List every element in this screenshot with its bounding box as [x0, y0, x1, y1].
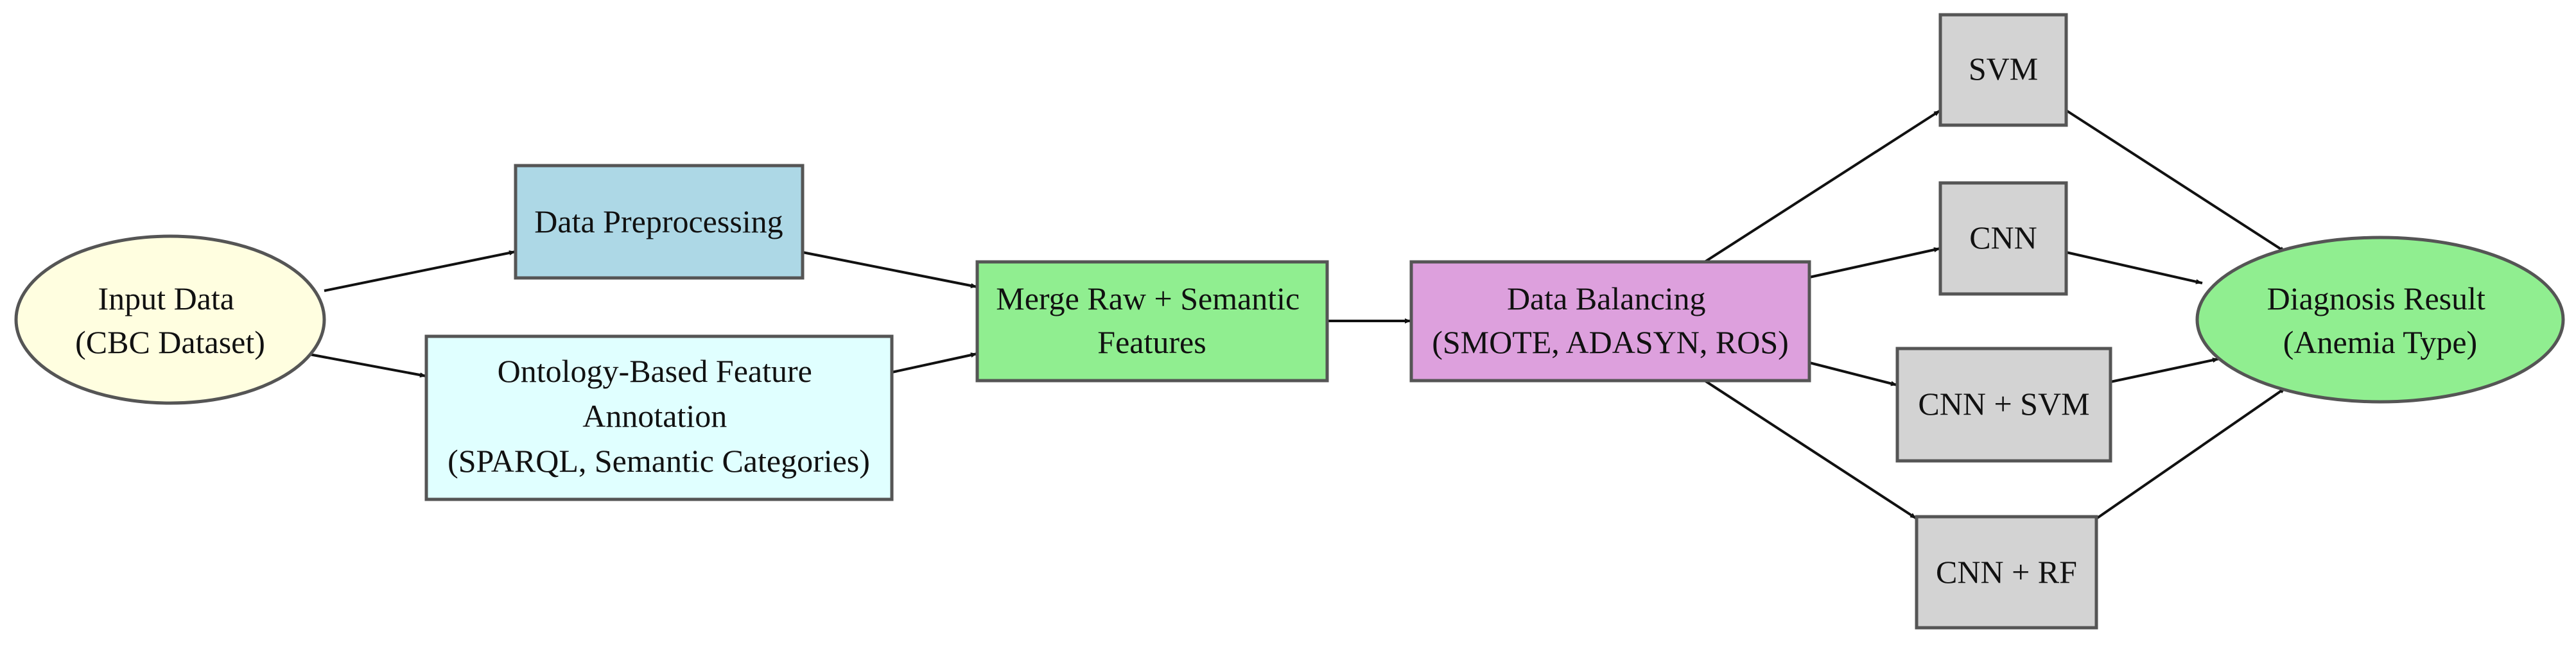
node-ontology-feature-annotation-shape: [424, 334, 894, 501]
node-cnn-rf: CNN + RF: [1915, 515, 2098, 630]
node-balancing-line-1: Data Balancing: [1507, 280, 1706, 316]
edge-balance-to-cnn: [1809, 247, 1941, 279]
node-cnn-rf-line-1: CNN + RF: [1936, 554, 2077, 590]
node-input-data-line-1: Input Data: [98, 280, 234, 316]
node-cnn-shape: [1938, 181, 2068, 296]
node-cnn-svm-shape: [1895, 347, 2112, 463]
node-cnn-svm: CNN + SVM: [1895, 347, 2112, 463]
node-data-preprocessing: Data Preprocessing: [514, 164, 805, 280]
node-merge-features-shape: [975, 260, 1329, 383]
node-ontology-line-2: Annotation: [582, 398, 727, 434]
svg-text:SVM: SVM: [1969, 51, 2038, 87]
node-cnn-line-1: CNN: [1969, 220, 2037, 255]
node-cnn-rf-shape: [1915, 515, 2098, 630]
edge-cnnrf-to-result: [2095, 386, 2287, 520]
svg-text:Merge Raw + Semantic Fea: Merge Raw + Semantic Features: [996, 280, 1308, 360]
edge-cnnsvm-to-result: [2110, 358, 2220, 383]
edges-layer: [309, 109, 2287, 520]
svg-text:Diagnosis Result (Anemia: Diagnosis Result (Anemia Type): [2267, 280, 2494, 360]
node-cnn: CNN: [1938, 181, 2068, 296]
node-ontology-line-3: (SPARQL, Semantic Categories): [448, 443, 870, 479]
edge-input-to-preproc: [324, 250, 516, 292]
edge-balance-to-cnnrf: [1703, 379, 1918, 520]
node-ontology-feature-annotation: Ontology-Based Feature Annotation (SPARQ…: [424, 334, 894, 501]
node-input-data-shape: [14, 234, 326, 405]
node-data-preprocessing-shape: [514, 164, 805, 280]
edge-svm-to-result: [2065, 109, 2287, 254]
edge-cnn-to-result: [2066, 251, 2203, 284]
node-cnn-svm-line-1: CNN + SVM: [1918, 386, 2089, 422]
edge-balance-to-cnnsvm: [1809, 361, 1898, 386]
node-svm: SVM: [1938, 13, 2068, 127]
node-merge-features: Merge Raw + Semantic Features: [975, 260, 1329, 383]
node-svm-shape: [1938, 13, 2068, 127]
edge-onto-to-merge: [891, 352, 978, 374]
svg-text:CNN: CNN: [1969, 220, 2037, 255]
node-merge-line-2: Features: [1097, 324, 1206, 360]
node-ontology-line-1: Ontology-Based Feature: [498, 353, 812, 389]
node-diagnosis-result-shape: [2195, 236, 2565, 404]
edge-input-to-onto: [309, 353, 427, 378]
node-result-line-2: (Anemia Type): [2283, 324, 2477, 360]
node-result-line-1: Diagnosis Result: [2267, 280, 2485, 316]
node-balancing-line-2: (SMOTE, ADASYN, ROS): [1432, 324, 1789, 360]
node-input-data: Input Data (CBC Dataset): [14, 234, 326, 405]
svg-text:Data Balancing (SMOTE, A: Data Balancing (SMOTE, ADASYN, ROS): [1432, 280, 1789, 360]
svg-text:CNN + SVM: CNN + SVM: [1918, 386, 2089, 422]
svg-text:CNN + RF: CNN + RF: [1936, 554, 2077, 590]
node-data-balancing: Data Balancing (SMOTE, ADASYN, ROS): [1409, 260, 1811, 383]
node-data-preprocessing-line-1: Data Preprocessing: [534, 203, 783, 239]
edge-balance-to-svm: [1703, 109, 1942, 263]
node-svm-line-1: SVM: [1969, 51, 2038, 87]
node-diagnosis-result: Diagnosis Result (Anemia Type): [2195, 236, 2565, 404]
svg-text:Input Data (CBC Dataset): Input Data (CBC Dataset): [75, 280, 265, 360]
edge-preproc-to-merge: [802, 251, 978, 288]
node-data-balancing-shape: [1409, 260, 1811, 383]
svg-text:Data Preprocessing: Data Preprocessing: [534, 203, 783, 239]
svg-text:Ontology-Based Feature A: Ontology-Based Feature Annotation (SPARQ…: [448, 353, 870, 479]
node-merge-line-1: Merge Raw + Semantic: [996, 280, 1300, 316]
node-input-data-line-2: (CBC Dataset): [75, 324, 265, 360]
